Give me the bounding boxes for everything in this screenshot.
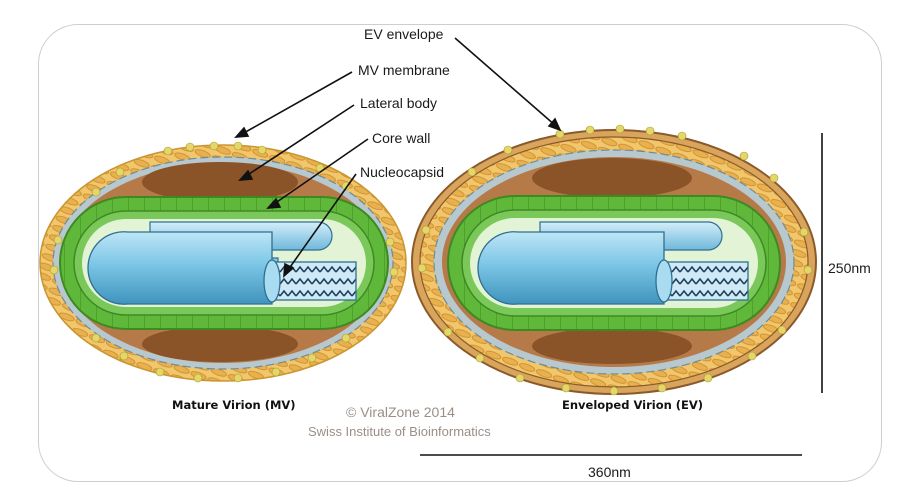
mature-virion bbox=[39, 141, 407, 383]
mv-nucleocapsid-cut bbox=[269, 261, 357, 301]
mv-lateral-body-bottom bbox=[142, 326, 298, 362]
label-mv-membrane: MV membrane bbox=[358, 62, 450, 78]
ev-nucleocapsid-cut bbox=[661, 261, 749, 301]
mv-nucleocapsid-end bbox=[263, 259, 281, 303]
ev-lateral-body-top bbox=[532, 158, 692, 198]
ev-nucleocapsid-end bbox=[655, 259, 673, 303]
ev-nucleocapsid-loop bbox=[477, 231, 665, 305]
label-lateral-body: Lateral body bbox=[360, 95, 438, 111]
arrow-ev-envelope bbox=[454, 37, 557, 127]
arrow-nucleocapsid bbox=[287, 173, 357, 271]
label-core-wall: Core wall bbox=[372, 130, 431, 146]
mv-nucleocapsid-loop bbox=[87, 231, 273, 305]
arrow-mv-membrane bbox=[241, 71, 353, 135]
scale-label-height: 250nm bbox=[828, 260, 871, 276]
enveloped-virion bbox=[411, 124, 817, 396]
caption-enveloped-virion: Enveloped Virion (EV) bbox=[562, 398, 704, 412]
leader-arrows bbox=[234, 37, 562, 278]
scale-label-width: 360nm bbox=[588, 464, 631, 480]
ev-lateral-body-bottom bbox=[532, 328, 692, 364]
arrow-lateral-body bbox=[245, 104, 355, 177]
label-ev-envelope: EV envelope bbox=[364, 26, 444, 42]
credit-line-2: Swiss Institute of Bioinformatics bbox=[308, 424, 491, 439]
credit-line-1: © ViralZone 2014 bbox=[346, 404, 455, 420]
arrow-core-wall bbox=[273, 138, 369, 205]
mv-lateral-body-top bbox=[142, 162, 298, 202]
mv-surface-spikes bbox=[49, 141, 399, 383]
ev-surface-spikes bbox=[417, 124, 813, 396]
caption-mature-virion: Mature Virion (MV) bbox=[172, 398, 296, 412]
label-nucleocapsid: Nucleocapsid bbox=[360, 164, 445, 180]
